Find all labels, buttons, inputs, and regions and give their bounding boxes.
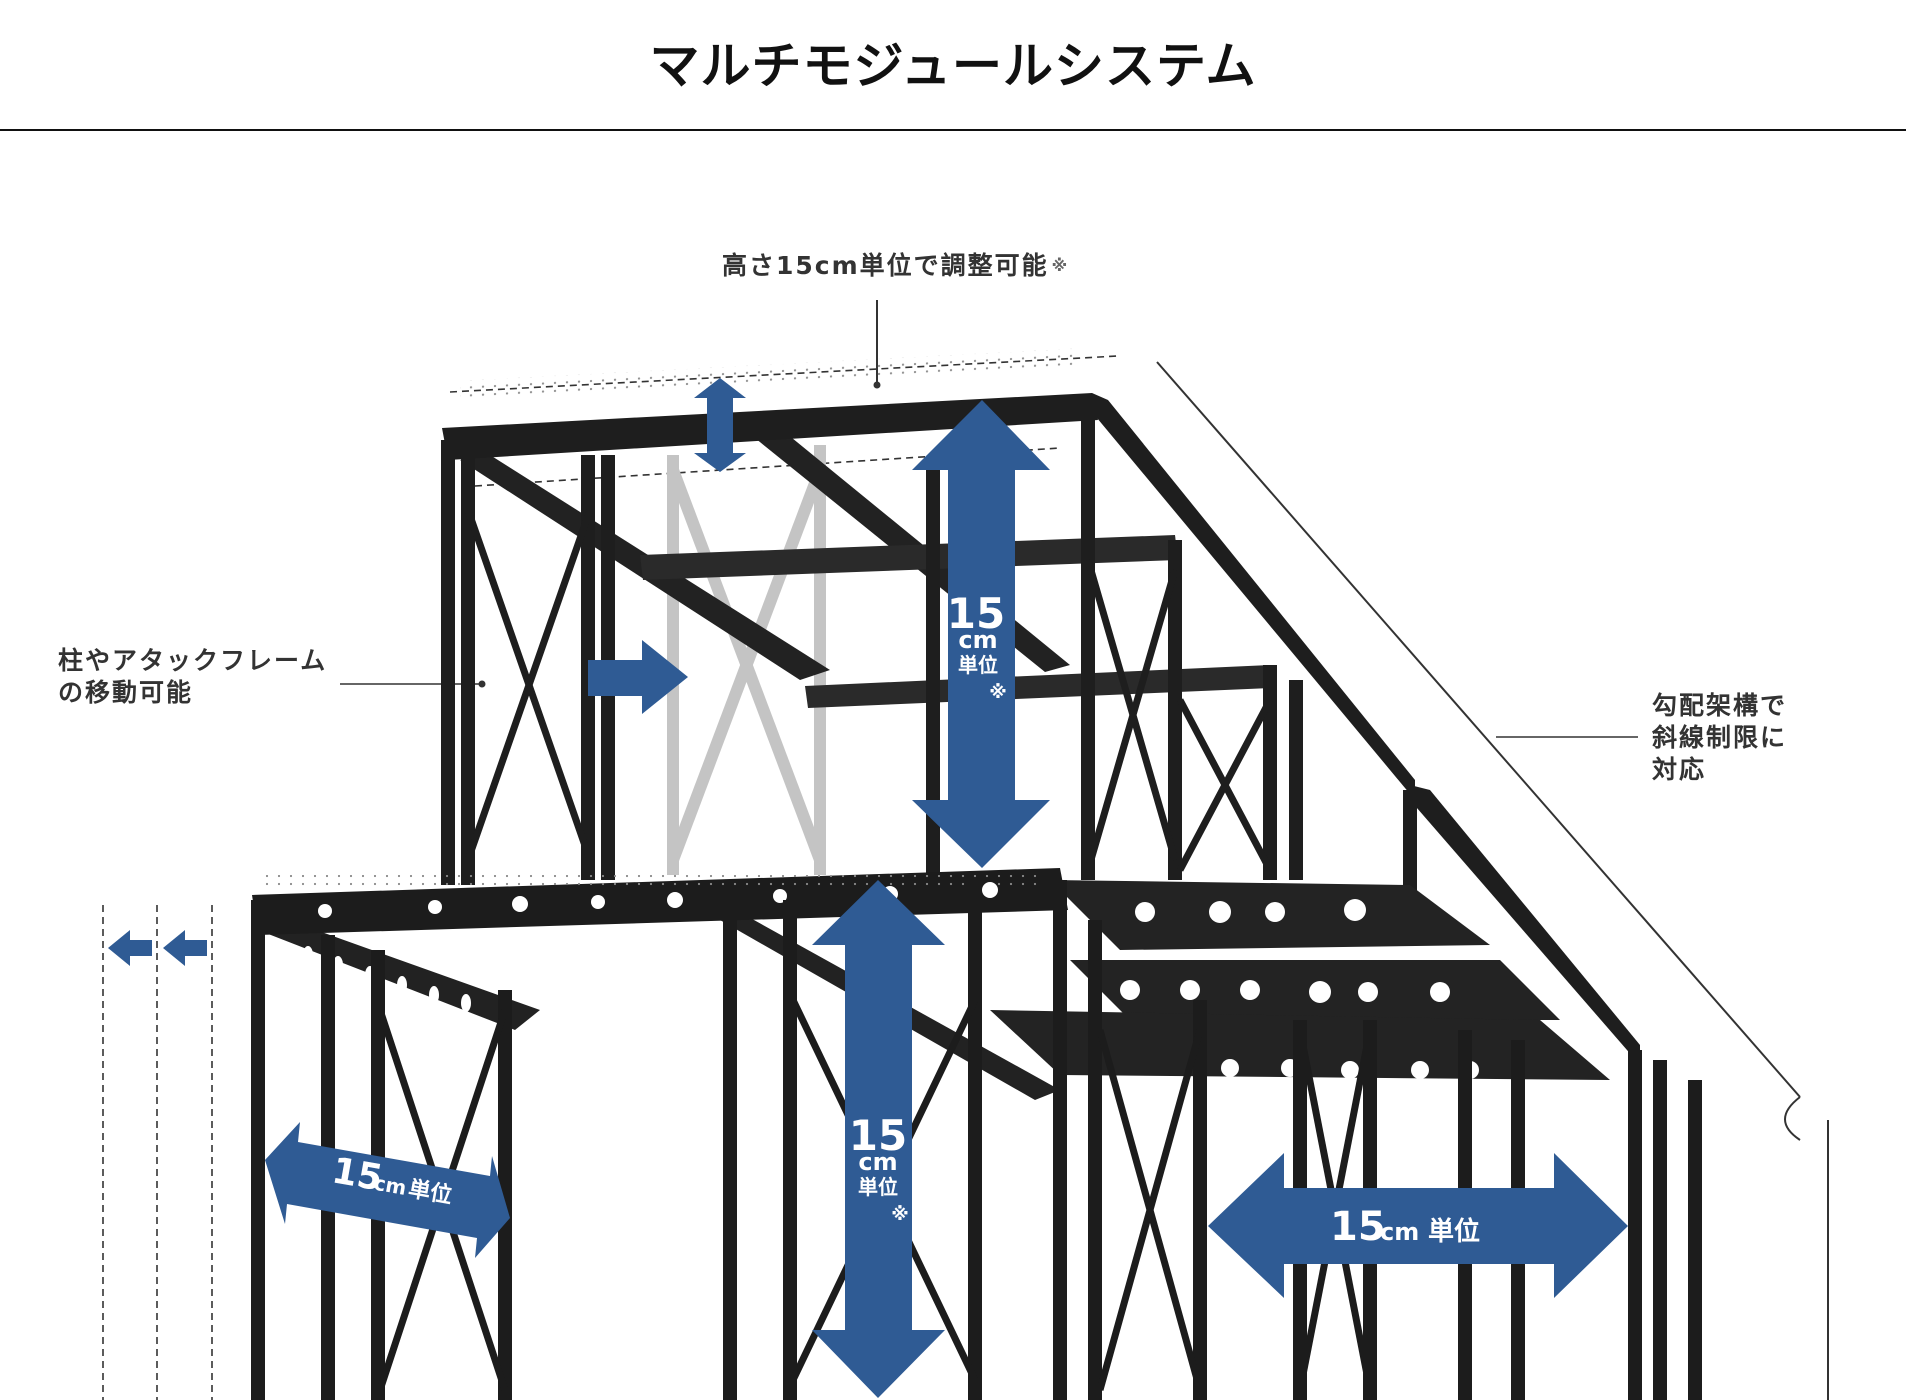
upper-top-beam-dots: [460, 348, 1080, 399]
lower-columns: [251, 880, 1702, 1400]
upper-vertical-label-mark: ※: [989, 682, 1007, 703]
upper-frame: [441, 348, 1640, 1065]
lower-front-beam-dots: [265, 875, 1045, 887]
slope-line-2: 斜線制限に: [1652, 723, 1788, 752]
left-small-arrow-2-icon: [163, 930, 207, 966]
right-horizontal-label-number: 15: [1330, 1204, 1386, 1250]
upper-cross-beam-1: [640, 535, 1178, 580]
left-horizontal-arrow-icon: [265, 1122, 510, 1258]
column-move-annotation: 柱やアタックフレーム の移動可能: [58, 645, 327, 709]
upper-vertical-label-number: 15: [947, 589, 1005, 638]
page-title: マルチモジュールシステム: [649, 36, 1257, 95]
small-vertical-arrow-icon: [694, 378, 746, 472]
upper-vertical-arrow-label: 15 cm 単位 ※: [947, 589, 1007, 703]
upper-cross-beam-2: [805, 665, 1272, 708]
height-adjust-annotation: 高さ15cm単位で調整可能※: [722, 250, 1069, 282]
upper-vertical-label-unit: cm: [958, 626, 997, 654]
slope-annotation: 勾配架構で 斜線制限に 対応: [1652, 690, 1787, 786]
height-dashed-bottom: [474, 447, 1061, 487]
arrows: [108, 378, 1628, 1398]
column-leader-dot: [478, 680, 486, 688]
left-horizontal-label-unit: cm: [372, 1171, 408, 1200]
column-move-arrow-icon: [588, 640, 688, 714]
column-move-line-2: の移動可能: [58, 678, 194, 707]
slope-beam: [1092, 393, 1415, 800]
right-horizontal-arrow-icon: [1208, 1153, 1628, 1298]
beam-holes: [303, 882, 1479, 1079]
right-horizontal-label-unit: cm: [1380, 1218, 1419, 1246]
upper-vertical-arrow-icon: [912, 400, 1050, 868]
slope-line-curve: [1784, 1096, 1801, 1141]
lower-vertical-arrow-label: 15 cm 単位 ※: [849, 1111, 909, 1225]
column-move-line-1: 柱やアタックフレーム: [58, 646, 328, 675]
lower-vertical-label-unit: cm: [858, 1148, 897, 1176]
right-horizontal-arrow-label: 15 cm 単位: [1330, 1204, 1480, 1250]
lower-vertical-label-word: 単位: [858, 1175, 898, 1199]
slope-line-1: 勾配架構で: [1652, 691, 1788, 720]
lower-left-diagonal-beam: [258, 920, 540, 1030]
slope-beam-lower: [1410, 785, 1640, 1065]
left-horizontal-arrow-label: 15 cm 単位: [329, 1150, 454, 1209]
lower-vertical-label-mark: ※: [891, 1204, 909, 1225]
lower-vertical-arrow-icon: [812, 880, 945, 1398]
lower-vertical-label-number: 15: [849, 1111, 907, 1160]
left-small-arrow-1-icon: [108, 930, 152, 966]
slope-line-3: 対応: [1652, 755, 1707, 784]
upper-top-beam: [442, 393, 1098, 460]
height-leader-dot: [873, 381, 881, 389]
lower-frame: [251, 868, 1702, 1400]
upper-braces: [464, 508, 1274, 872]
right-horizontal-label-word: 単位: [1428, 1216, 1480, 1247]
lower-braces: [376, 998, 1374, 1392]
header-divider: [0, 129, 1906, 131]
height-adjust-text: 高さ15cm単位で調整可能: [722, 251, 1049, 280]
height-adjust-note-mark: ※: [1051, 256, 1070, 275]
slope-line: [1156, 361, 1801, 1098]
left-horizontal-label-number: 15: [329, 1150, 385, 1199]
upper-vertical-label-word: 単位: [958, 653, 998, 677]
